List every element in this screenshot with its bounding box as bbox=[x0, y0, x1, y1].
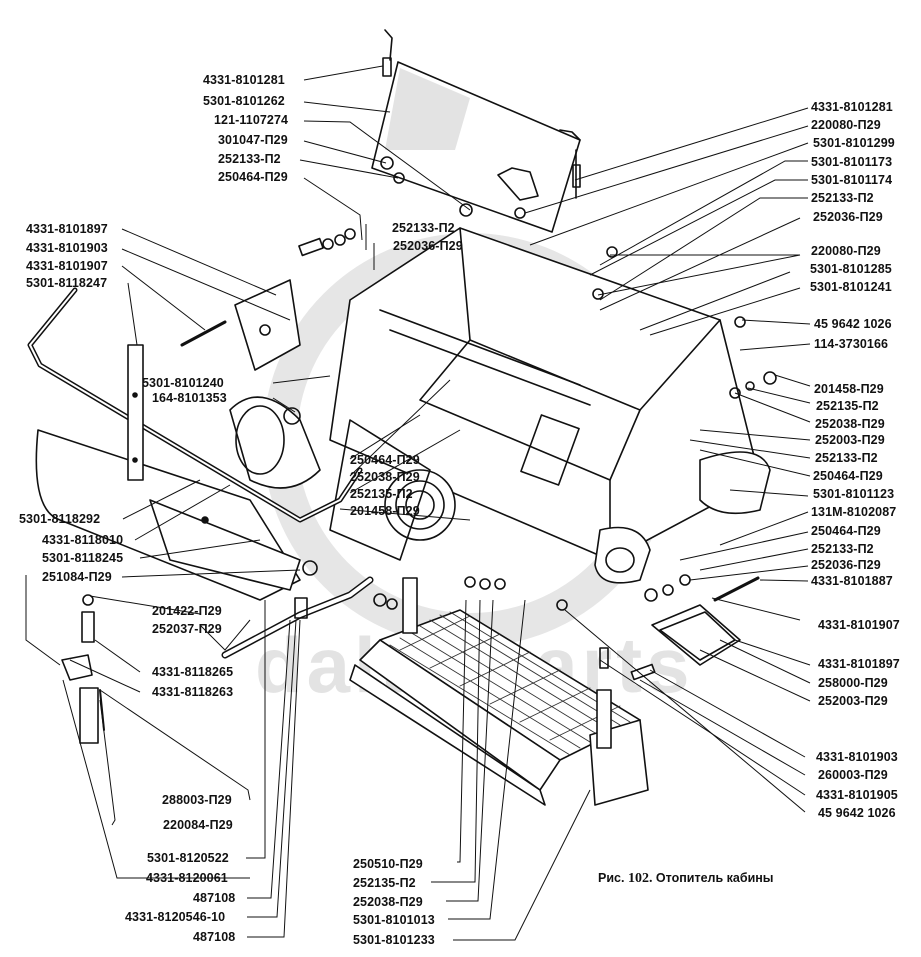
drain-valve bbox=[61, 594, 105, 744]
part-label: 5301-8101240 bbox=[142, 376, 224, 390]
part-label: 4331-8101907 bbox=[818, 618, 900, 632]
part-label: 45 9642 1026 bbox=[814, 317, 892, 331]
part-label: 131М-8102087 bbox=[811, 505, 897, 519]
radiator-bracket-right bbox=[596, 689, 612, 749]
part-label: 164-8101353 bbox=[152, 391, 227, 405]
part-label: 114-3730166 bbox=[814, 337, 889, 351]
part-label: 5301-8101123 bbox=[813, 487, 895, 501]
part-label: 252036-П29 bbox=[393, 239, 463, 253]
part-label: 4331-8101281 bbox=[811, 100, 893, 114]
spring-right bbox=[572, 149, 581, 199]
part-label: 252036-П29 bbox=[811, 558, 881, 572]
part-label: 252003-П29 bbox=[815, 433, 885, 447]
figure-caption: Рис. 102. Отопитель кабины bbox=[598, 871, 773, 887]
part-label: 252003-П29 bbox=[818, 694, 888, 708]
part-label: 252133-П2 bbox=[392, 221, 455, 235]
caption-title: Отопитель кабины bbox=[655, 871, 774, 885]
part-label: 252133-П2 bbox=[218, 152, 281, 166]
part-label: 220080-П29 bbox=[811, 244, 881, 258]
hose-left bbox=[221, 576, 374, 659]
part-label: 5301-8101174 bbox=[811, 173, 893, 187]
part-label: 201458-П29 bbox=[350, 504, 420, 518]
part-label: 5301-8118245 bbox=[42, 551, 124, 565]
hose-clamp bbox=[294, 597, 308, 619]
part-label: 4331-8118263 bbox=[152, 685, 234, 699]
part-label: 5301-8118247 bbox=[26, 276, 108, 290]
part-label: 5301-8101285 bbox=[810, 262, 892, 276]
spring-left bbox=[382, 57, 392, 77]
part-label: 4331-8101897 bbox=[26, 222, 108, 236]
part-label: 250510-П29 bbox=[353, 857, 423, 871]
part-label: 288003-П29 bbox=[162, 793, 232, 807]
part-label: 252133-П2 bbox=[815, 451, 878, 465]
part-label: 251084-П29 bbox=[42, 570, 112, 584]
part-label: 201458-П29 bbox=[814, 382, 884, 396]
part-label: 220080-П29 bbox=[811, 118, 881, 132]
part-label: 5301-8101262 bbox=[203, 94, 285, 108]
part-label: 5301-8101173 bbox=[811, 155, 893, 169]
part-label: 4331-8101887 bbox=[811, 574, 893, 588]
blower-motor bbox=[329, 419, 456, 561]
part-label: 4331-8118265 bbox=[152, 665, 234, 679]
pin-left bbox=[180, 320, 227, 347]
part-label: 258000-П29 bbox=[818, 676, 888, 690]
part-label: 4331-8101281 bbox=[203, 73, 285, 87]
part-label: 252037-П29 bbox=[152, 622, 222, 636]
part-label: 487108 bbox=[193, 891, 236, 905]
support-tube bbox=[27, 287, 363, 523]
part-label: 252038-П29 bbox=[350, 470, 420, 484]
part-label: 5301-8118292 bbox=[19, 512, 101, 526]
caption-prefix: Рис. bbox=[598, 871, 625, 885]
part-label: 4331-8101897 bbox=[818, 657, 900, 671]
part-label: 252036-П29 bbox=[813, 210, 883, 224]
pin-right bbox=[713, 576, 760, 602]
part-label: 5301-8101299 bbox=[813, 136, 895, 150]
air-flap bbox=[371, 29, 581, 233]
radiator-bracket-left bbox=[402, 577, 418, 634]
part-label: 252135-П2 bbox=[353, 876, 416, 890]
part-label: 4331-8120061 bbox=[146, 871, 228, 885]
radiator bbox=[349, 609, 641, 806]
part-label: 4331-8101903 bbox=[26, 241, 108, 255]
caption-number: 102. bbox=[627, 871, 653, 886]
part-label: 487108 bbox=[193, 930, 236, 944]
part-label: 5301-8101241 bbox=[810, 280, 892, 294]
valve-right bbox=[651, 604, 741, 666]
part-label: 220084-П29 bbox=[163, 818, 233, 832]
part-label: 260003-П29 bbox=[818, 768, 888, 782]
part-label: 252133-П2 bbox=[811, 542, 874, 556]
bracket-vertical bbox=[127, 344, 144, 481]
part-label: 252133-П2 bbox=[811, 191, 874, 205]
part-label: 250464-П29 bbox=[350, 453, 420, 467]
part-label: 301047-П29 bbox=[218, 133, 288, 147]
part-label: 252135-П2 bbox=[350, 487, 413, 501]
part-label: 4331-8101903 bbox=[816, 750, 898, 764]
bracket-valve-left bbox=[234, 279, 301, 371]
part-label: 5301-8120522 bbox=[147, 851, 229, 865]
part-label: 5301-8101233 bbox=[353, 933, 435, 947]
part-label: 250464-П29 bbox=[811, 524, 881, 538]
part-label: 250464-П29 bbox=[218, 170, 288, 184]
part-label: 250464-П29 bbox=[813, 469, 883, 483]
part-label: 121-1107274 bbox=[214, 113, 289, 127]
part-label: 252038-П29 bbox=[815, 417, 885, 431]
leader-lines bbox=[25, 65, 811, 941]
part-label: 252135-П2 bbox=[816, 399, 879, 413]
part-label: 252038-П29 bbox=[353, 895, 423, 909]
part-label: 5301-8101013 bbox=[353, 913, 435, 927]
part-label: 4331-8101905 bbox=[816, 788, 898, 802]
part-label: 201422-П29 bbox=[152, 604, 222, 618]
part-label: 45 9642 1026 bbox=[818, 806, 896, 820]
part-label: 4331-8120546-10 bbox=[125, 910, 226, 924]
part-label: 4331-8118010 bbox=[42, 533, 124, 547]
part-label: 4331-8101907 bbox=[26, 259, 108, 273]
